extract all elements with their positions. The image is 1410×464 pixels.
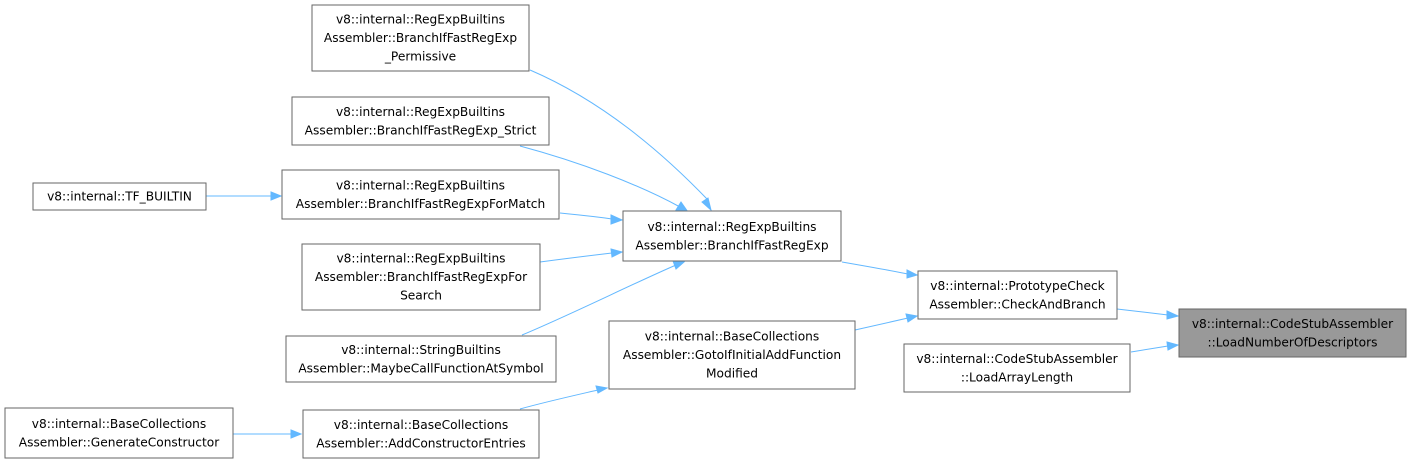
node-label-line: v8::internal::BaseCollections (334, 418, 508, 432)
edge-line (1116, 308, 1169, 316)
arrowhead-icon (610, 214, 624, 225)
node-label-line: v8::internal::TF_BUILTIN (47, 190, 192, 204)
edge-addctor-to-goto (519, 385, 609, 410)
edge-line (559, 212, 613, 220)
node-label-line: Modified (706, 367, 758, 381)
node-label-line: ::LoadNumberOfDescriptors (1208, 335, 1378, 349)
edge-match-to-branch (559, 212, 624, 225)
arrowhead-icon (701, 197, 712, 212)
node-label-line: Assembler::AddConstructorEntries (316, 436, 526, 450)
arrowhead-icon (595, 385, 609, 394)
edge-line (521, 264, 677, 336)
arrowhead-icon (905, 313, 919, 323)
node-label-line: ::LoadArrayLength (961, 370, 1073, 384)
edge-proto-to-target (1116, 308, 1180, 320)
node-branch[interactable]: v8::internal::RegExpBuiltinsAssembler::B… (622, 210, 842, 262)
node-symbol[interactable]: v8::internal::StringBuiltinsAssembler::M… (285, 335, 557, 383)
node-arraylen[interactable]: v8::internal::CodeStubAssembler::LoadArr… (903, 343, 1131, 393)
edge-arraylen-to-target (1130, 341, 1180, 353)
node-box (301, 243, 541, 311)
node-target[interactable]: v8::internal::CodeStubAssembler::LoadNum… (1178, 308, 1407, 358)
node-box (302, 409, 540, 459)
node-proto[interactable]: v8::internal::PrototypeCheckAssembler::C… (917, 270, 1118, 320)
node-label-line: v8::internal::RegExpBuiltins (336, 178, 505, 192)
node-label-line: _Permissive (384, 50, 456, 64)
node-box (281, 169, 560, 220)
node-label-line: Assembler::CheckAndBranch (929, 297, 1105, 311)
edge-line (854, 317, 909, 331)
node-label-line: v8::internal::BaseCollections (32, 417, 206, 431)
edge-perm-to-branch (529, 69, 712, 212)
node-label-line: Assembler::GenerateConstructor (19, 435, 220, 449)
node-box (32, 182, 207, 211)
node-box (285, 335, 557, 383)
node-label-line: v8::internal::RegExpBuiltins (336, 105, 505, 119)
node-label-line: Assembler::BranchIfFastRegExp (324, 31, 517, 45)
node-label-line: v8::internal::StringBuiltins (341, 343, 501, 357)
arrowhead-icon (290, 429, 303, 439)
arrowhead-icon (610, 248, 624, 258)
edge-line (841, 261, 909, 275)
edge-line (539, 252, 613, 263)
edge-genctor-to-addctor (233, 429, 303, 439)
node-label-line: Search (400, 289, 442, 303)
node-label-line: v8::internal::RegExpBuiltins (647, 220, 816, 234)
node-label-line: Assembler::MaybeCallFunctionAtSymbol (298, 361, 543, 375)
node-label-line: v8::internal::RegExpBuiltins (336, 13, 505, 27)
node-genctor[interactable]: v8::internal::BaseCollectionsAssembler::… (4, 407, 234, 459)
arrowhead-icon (270, 191, 283, 201)
node-label-line: Assembler::BranchIfFastRegExpFor (315, 270, 528, 284)
edge-line (529, 69, 709, 201)
arrowhead-icon (672, 260, 686, 270)
edge-line (1130, 345, 1169, 353)
node-label-line: v8::internal::PrototypeCheck (930, 279, 1105, 293)
node-box (4, 407, 234, 459)
node-box (608, 320, 856, 390)
arrowhead-icon (906, 269, 919, 279)
node-label-line: v8::internal::CodeStubAssembler (916, 352, 1118, 366)
edge-search-to-branch (539, 248, 624, 263)
nodes-layer: v8::internal::RegExpBuiltinsAssembler::B… (4, 4, 1407, 459)
arrowhead-icon (1166, 341, 1180, 351)
node-tf[interactable]: v8::internal::TF_BUILTIN (32, 182, 207, 211)
arrowhead-icon (1166, 310, 1180, 320)
node-label-line: v8::internal::RegExpBuiltins (336, 252, 505, 266)
node-addctor[interactable]: v8::internal::BaseCollectionsAssembler::… (302, 409, 540, 459)
edge-line (519, 389, 599, 410)
node-box (903, 343, 1131, 393)
node-goto[interactable]: v8::internal::BaseCollectionsAssembler::… (608, 320, 856, 390)
node-box (917, 270, 1118, 320)
edges-layer (206, 69, 1180, 439)
node-box (622, 210, 842, 262)
node-strict[interactable]: v8::internal::RegExpBuiltinsAssembler::B… (291, 96, 550, 146)
edge-tf-to-match (206, 191, 283, 201)
node-label-line: Assembler::BranchIfFastRegExp_Strict (305, 123, 537, 137)
node-search[interactable]: v8::internal::RegExpBuiltinsAssembler::B… (301, 243, 541, 311)
node-box (311, 4, 530, 72)
edge-branch-to-proto (841, 261, 919, 279)
node-perm[interactable]: v8::internal::RegExpBuiltinsAssembler::B… (311, 4, 530, 72)
edge-line (519, 145, 681, 208)
node-match[interactable]: v8::internal::RegExpBuiltinsAssembler::B… (281, 169, 560, 220)
node-box (291, 96, 550, 146)
node-box (1178, 308, 1407, 358)
edge-goto-to-proto (854, 313, 919, 331)
node-label-line: v8::internal::CodeStubAssembler (1192, 317, 1394, 331)
node-label-line: Assembler::BranchIfFastRegExpForMatch (296, 197, 545, 211)
node-label-line: Assembler::GotoIfInitialAddFunction (623, 348, 841, 362)
node-label-line: Assembler::BranchIfFastRegExp (635, 238, 828, 252)
node-label-line: v8::internal::BaseCollections (645, 330, 819, 344)
